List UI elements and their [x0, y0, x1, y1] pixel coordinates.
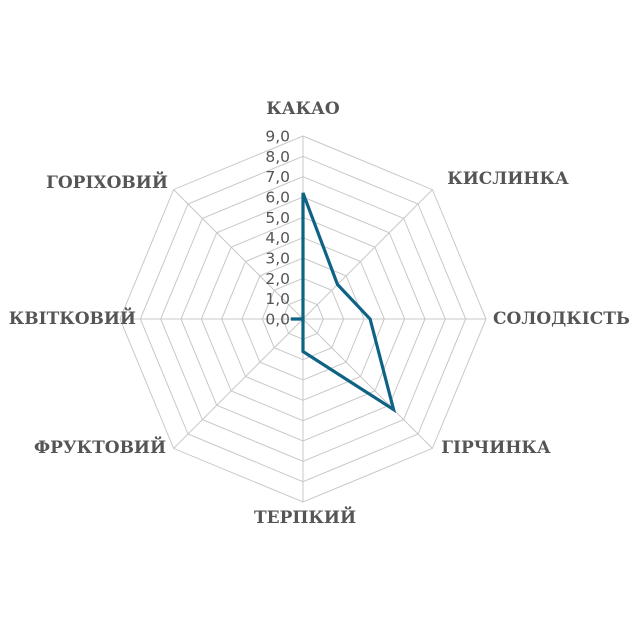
category-label: СОЛОДКІСТЬ: [493, 309, 630, 329]
tick-label: 6,0: [265, 189, 290, 207]
category-label: КАКАО: [266, 99, 340, 119]
tick-label: 5,0: [265, 209, 290, 227]
radial-tick-labels: 0,0 1,0 2,0 3,0 4,0 5,0 6,0 7,0 8,0 9,0: [265, 128, 290, 329]
radar-grid: [119, 135, 487, 503]
category-label: ТЕРПКИЙ: [254, 506, 356, 528]
category-label: КВІТКОВИЙ: [9, 307, 136, 329]
tick-label: 8,0: [265, 148, 290, 166]
category-label: КИСЛИНКА: [447, 169, 569, 189]
tick-label: 3,0: [265, 250, 290, 268]
category-labels: КАКАО КИСЛИНКА СОЛОДКІСТЬ ГІРЧИНКА ТЕРПКИЙ ФР…: [9, 99, 630, 528]
series-polygon: [290, 192, 397, 414]
axis-spoke: [173, 189, 304, 320]
axis-spoke: [173, 318, 304, 449]
tick-label: 2,0: [265, 270, 290, 288]
tick-label: 1,0: [265, 290, 290, 308]
tick-label: 9,0: [265, 128, 290, 146]
axis-spoke: [302, 189, 433, 320]
tick-label: 7,0: [265, 168, 290, 186]
category-label: ФРУКТОВИЙ: [34, 436, 166, 458]
axis-spoke: [302, 318, 433, 449]
series-layer: [290, 192, 397, 414]
category-label: ГІРЧИНКА: [441, 438, 551, 458]
tick-label: 0,0: [265, 311, 290, 329]
tick-label: 4,0: [265, 229, 290, 247]
category-label: ГОРІХОВИЙ: [46, 171, 168, 193]
